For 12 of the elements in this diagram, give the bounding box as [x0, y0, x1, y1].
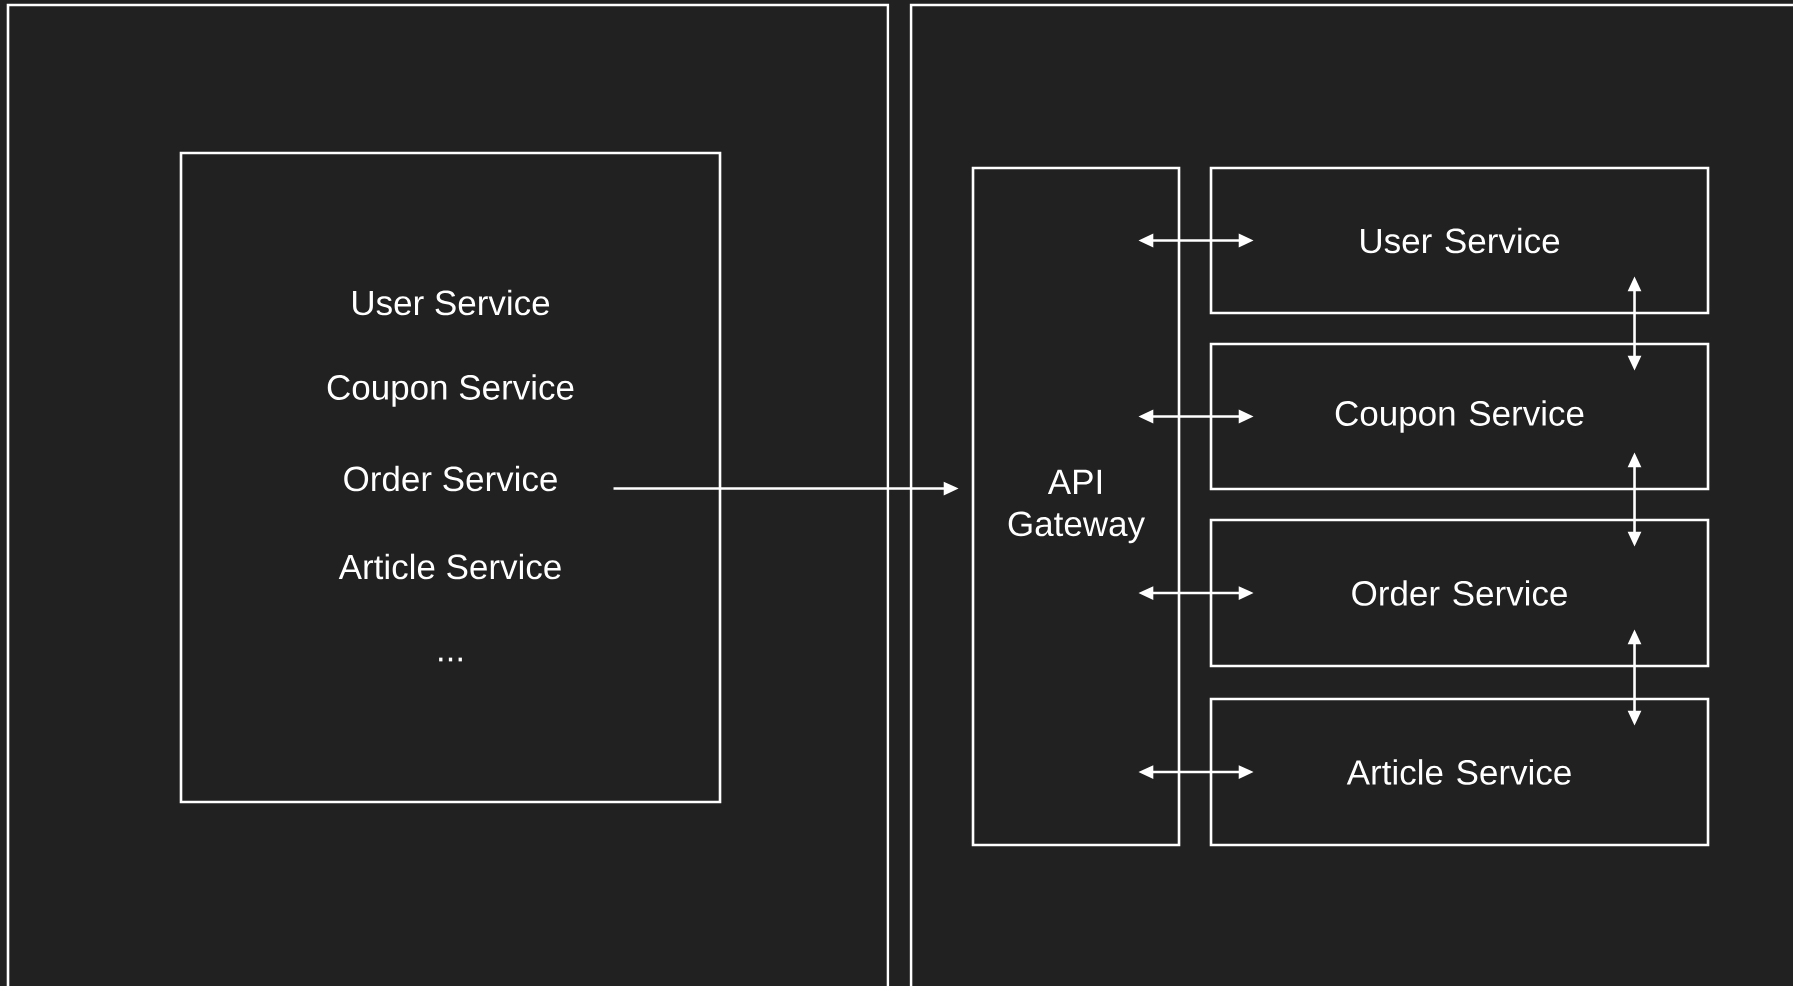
service-name: ...: [439, 657, 462, 662]
service-box: Order Service: [1209, 518, 1710, 668]
panel: [909, 3, 1793, 986]
service-name: Coupon Service: [327, 374, 574, 407]
service-box: User Service: [1209, 166, 1710, 315]
service-name: User Service: [353, 289, 550, 316]
service-name: Order Service: [344, 465, 557, 492]
panel: [6, 3, 890, 986]
service-box: Article Service: [1209, 697, 1710, 847]
service-box: API Gateway: [971, 166, 1181, 847]
service-name: Article Service: [338, 553, 561, 580]
service-box: Coupon Service: [1209, 342, 1710, 491]
